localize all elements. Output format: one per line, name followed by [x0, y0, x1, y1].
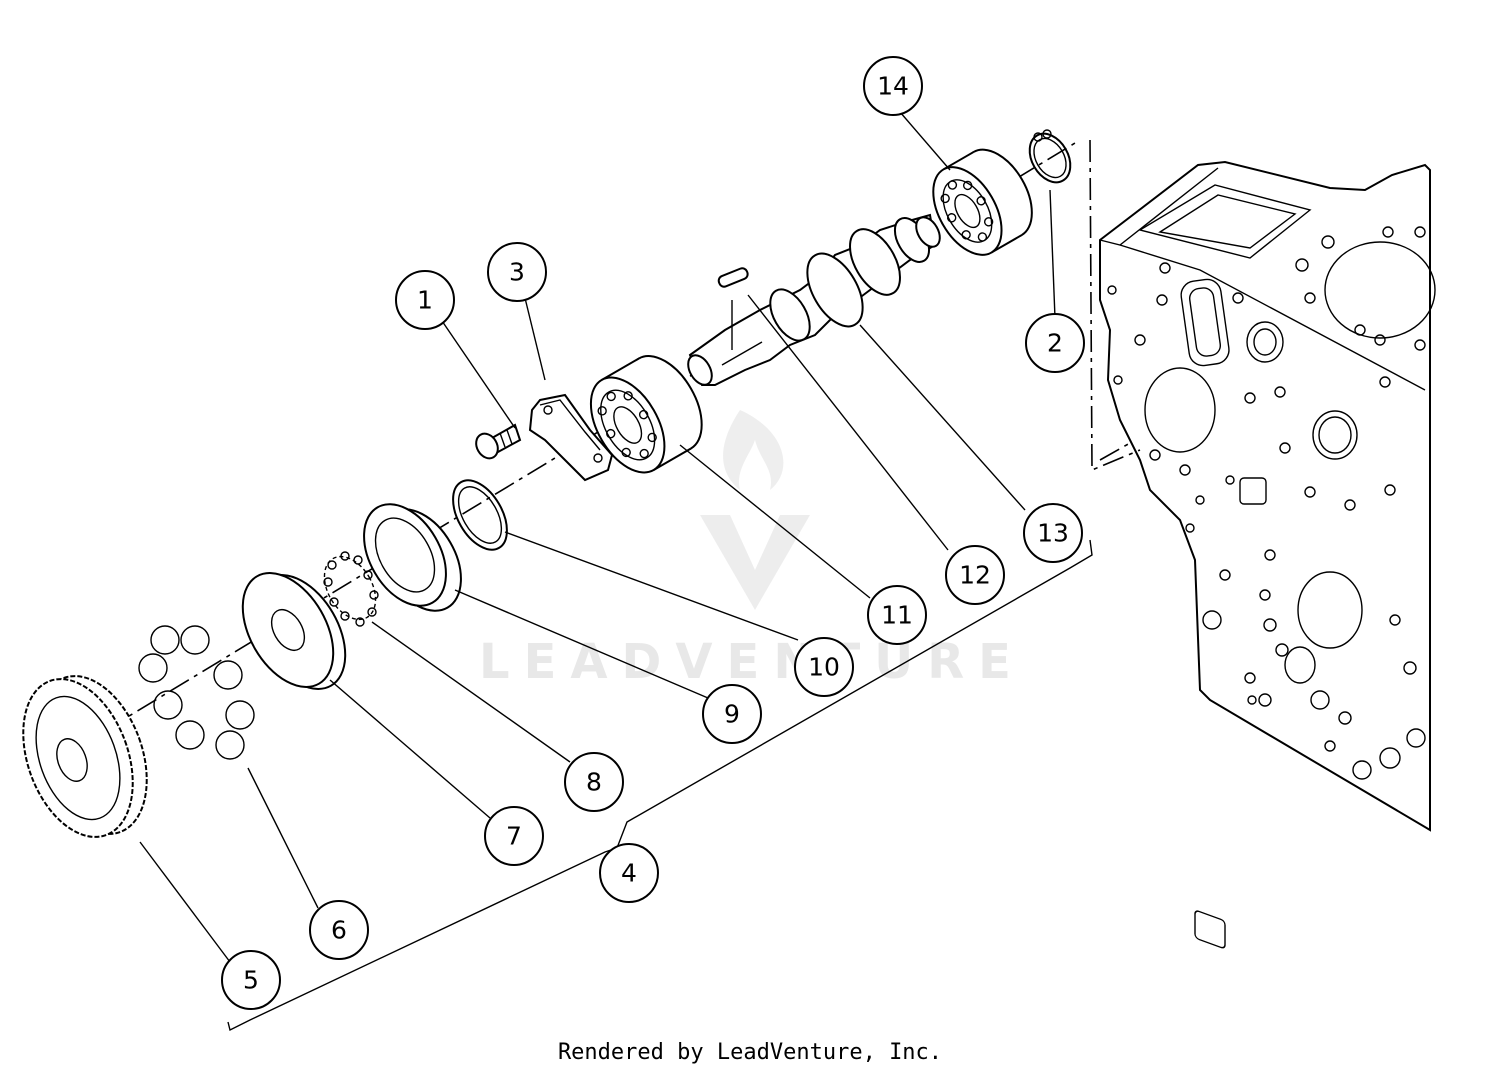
cam-gear — [22, 675, 148, 838]
callout-13[interactable]: 13 — [1023, 503, 1083, 563]
svg-text:9: 9 — [724, 700, 740, 729]
bearing-rear — [932, 148, 1033, 256]
camshaft — [687, 213, 941, 386]
watermark-text: LEADVENTURE — [479, 634, 1025, 690]
snap-ring-rear — [1028, 129, 1072, 184]
svg-text:6: 6 — [331, 916, 347, 945]
callout-8[interactable]: 8 — [564, 752, 624, 812]
svg-text:5: 5 — [243, 966, 259, 995]
snap-ring-front — [452, 479, 508, 551]
woodruff-key — [717, 267, 749, 350]
ball-ring — [323, 551, 379, 627]
bearing-retainer — [528, 393, 614, 482]
bearing-front — [589, 355, 703, 474]
governor-balls — [138, 625, 255, 760]
assembly-axis — [39, 139, 1081, 771]
svg-text:14: 14 — [877, 72, 909, 101]
callout-12[interactable]: 12 — [945, 545, 1005, 605]
svg-text:3: 3 — [509, 258, 525, 287]
svg-text:8: 8 — [586, 768, 602, 797]
svg-text:13: 13 — [1037, 519, 1069, 548]
callout-14[interactable]: 14 — [863, 56, 923, 116]
callouts: 1 2 3 4 5 6 7 8 — [221, 56, 1085, 1010]
svg-text:12: 12 — [959, 561, 991, 590]
render-credit: Rendered by LeadVenture, Inc. — [557, 1040, 943, 1065]
callout-3[interactable]: 3 — [487, 242, 547, 302]
bolt — [475, 423, 522, 460]
svg-text:4: 4 — [621, 859, 637, 888]
callout-7[interactable]: 7 — [484, 806, 544, 866]
callout-9[interactable]: 9 — [702, 684, 762, 744]
callout-1[interactable]: 1 — [395, 270, 455, 330]
svg-text:1: 1 — [417, 286, 433, 315]
callout-5[interactable]: 5 — [221, 950, 281, 1010]
callout-11[interactable]: 11 — [867, 585, 927, 645]
callout-4[interactable]: 4 — [599, 843, 659, 903]
leader-lines — [139, 111, 1056, 963]
callout-6[interactable]: 6 — [309, 900, 369, 960]
engine-block — [1099, 160, 1436, 949]
thrust-washer — [241, 572, 347, 690]
svg-text:10: 10 — [808, 653, 840, 682]
callout-10[interactable]: 10 — [794, 637, 854, 697]
svg-text:11: 11 — [881, 601, 913, 630]
svg-text:7: 7 — [506, 822, 522, 851]
group-bracket — [227, 539, 1093, 1032]
callout-2[interactable]: 2 — [1025, 313, 1085, 373]
oil-seal — [363, 503, 462, 612]
svg-text:2: 2 — [1047, 329, 1063, 358]
block-bolt-holes — [1107, 226, 1426, 780]
watermark-logo: LEADVENTURE — [479, 410, 1025, 690]
